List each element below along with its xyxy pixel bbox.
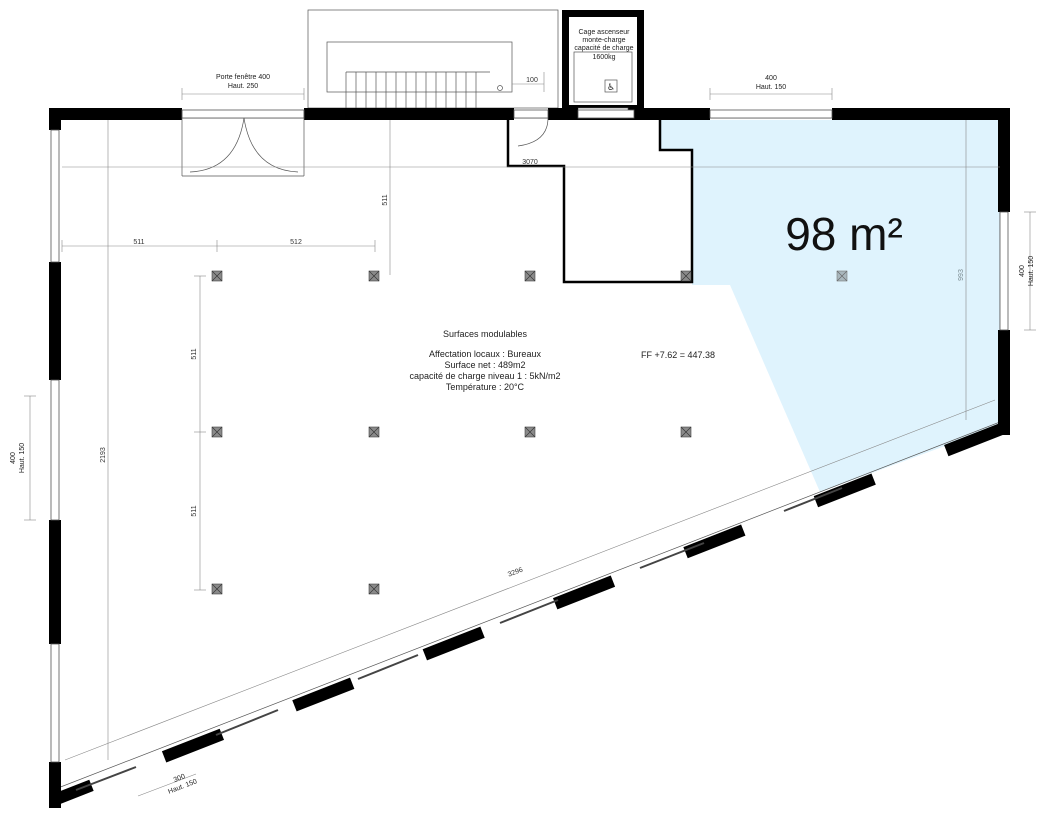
- column: [524, 426, 536, 438]
- dimension-lines: [24, 72, 1036, 797]
- wheelchair-icon: ♿: [607, 83, 615, 93]
- column: [368, 583, 380, 595]
- column: [836, 270, 848, 282]
- center-line-1: Affectation locaux : Bureaux: [429, 349, 541, 359]
- elevator-label-2: monte-charge: [582, 37, 625, 44]
- center-title: Surfaces modulables: [443, 329, 528, 339]
- center-line-4: Température : 20°C: [446, 382, 525, 392]
- structural-columns: [211, 270, 848, 595]
- window-left-label-1: 400: [10, 452, 17, 464]
- dim-stair-door: 100: [526, 77, 538, 84]
- column: [211, 426, 223, 438]
- stair-block: [307, 9, 559, 109]
- dim-overall-height: 2193: [100, 447, 107, 463]
- window-top-right-label-1: 400: [765, 75, 777, 82]
- column: [368, 270, 380, 282]
- dim-right-height: 993: [958, 269, 965, 281]
- column: [211, 583, 223, 595]
- door-top-label-1: Porte fenêtre 400: [216, 74, 270, 81]
- exterior-walls: [49, 108, 1010, 808]
- window-right-label-2: Haut. 150: [1028, 256, 1035, 286]
- column: [524, 270, 536, 282]
- column: [368, 426, 380, 438]
- dim-grid-y1: 511: [191, 348, 198, 359]
- dim-grid-y2: 511: [191, 505, 198, 516]
- area-label: 98 m²: [785, 208, 903, 260]
- door-top-label-2: Haut. 250: [228, 83, 258, 90]
- elevator-label-1: Cage ascenseur: [579, 29, 631, 36]
- elevator-label-3: capacité de charge: [574, 45, 633, 52]
- core-partition: [506, 120, 694, 284]
- center-line-3: capacité de charge niveau 1 : 5kN/m2: [409, 371, 560, 381]
- dim-diagonal: 3296: [507, 567, 524, 579]
- elevator-shaft: Cage ascenseur monte-charge capacité de …: [562, 10, 644, 120]
- highlighted-area: [660, 120, 1002, 492]
- column: [680, 426, 692, 438]
- level-label: FF +7.62 = 447.38: [641, 350, 715, 360]
- window-right-label-1: 400: [1019, 265, 1026, 277]
- window-left-label-2: Haut. 150: [19, 443, 26, 473]
- window-bottom-label-1: 300: [173, 773, 187, 784]
- dim-grid-x2: 512: [290, 239, 302, 246]
- window-top-right-label-2: Haut. 150: [756, 84, 786, 91]
- openings: [50, 109, 1009, 791]
- dim-partition: 3070: [522, 159, 538, 166]
- center-line-2: Surface net : 489m2: [444, 360, 525, 370]
- dim-vertical-top: 511: [382, 194, 389, 205]
- column: [211, 270, 223, 282]
- elevator-label-4: 1600kg: [593, 54, 616, 61]
- column: [680, 270, 692, 282]
- dim-grid-x1: 511: [133, 239, 144, 246]
